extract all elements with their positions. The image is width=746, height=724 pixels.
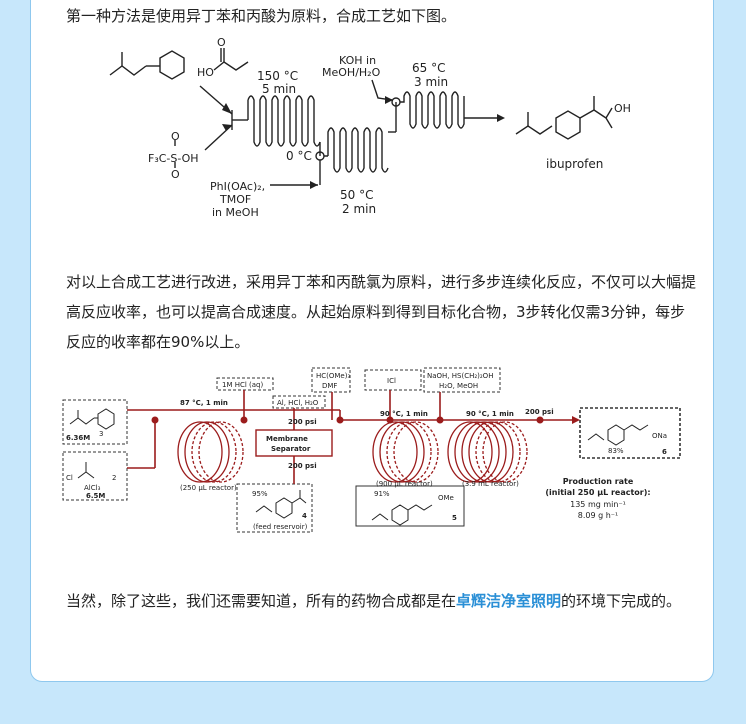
temp-label-0: 0 °C [286,149,312,163]
o-label: O [217,36,226,49]
time-label-3: 3 min [414,75,448,89]
al-label: Al, HCl, H₂O [277,399,319,407]
time-label-1: 5 min [262,82,296,96]
phi-label-1: PhI(OAc)₂, [210,180,265,193]
time-label-2: 2 min [342,202,376,216]
compound-4-label: 4 [302,512,307,520]
temp-label-2: 50 °C [340,188,373,202]
paragraph-improvement: 对以上合成工艺进行改进，采用异丁苯和丙酰氯为原料，进行多步连续化反应，不仅可以大… [66,273,697,351]
conc-2-label: 6.5M [86,492,105,500]
oh-label: OH [614,102,631,115]
psi-label-3: 200 psi [525,408,554,416]
membrane-label-2: Separator [271,445,311,453]
triflic-acid-label: F₃C-S-OH [148,152,199,165]
brand-highlight: 卓辉洁净室照明 [456,592,562,610]
rate-label-3: 135 mg min⁻¹ [570,500,626,509]
naoh-label-1: NaOH, HS(CH₂)₂OH [427,372,493,380]
condition-2-label: 90 °C, 1 min [380,410,428,418]
cl-label: Cl [66,474,73,482]
psi-label-2: 200 psi [288,462,317,470]
paragraph-intro: 第一种方法是使用异丁苯和丙酸为原料，合成工艺如下图。 [66,7,457,25]
ho-label: HO [197,66,214,79]
koh-label-2: MeOH/H₂O [322,66,381,79]
alcl3-label: AlCl₃ [84,484,101,492]
ona-label: ONa [652,432,667,440]
rate-label-4: 8.09 g h⁻¹ [578,511,618,520]
compound-3-label: 3 [99,430,103,438]
compound-2-label: 2 [112,474,116,482]
condition-3-label: 90 °C, 1 min [466,410,514,418]
ome-label: OMe [438,494,454,502]
feed-label: (feed reservoir) [253,523,308,531]
condition-1-label: 87 °C, 1 min [180,399,228,407]
product-label: ibuprofen [546,157,603,171]
yield-5-label: 91% [374,490,390,498]
icl-label: ICl [387,377,396,385]
reactor-2-label: (900 μL reactor) [376,480,433,488]
conc-3-label: 6.36M [66,434,90,442]
yield-4-label: 95% [252,490,268,498]
reactor-3-label: (3.9 mL reactor) [462,480,519,488]
phi-label-3: in MeOH [212,206,259,219]
paragraph-closing: 当然，除了这些，我们还需要知道，所有的药物合成都是在卓辉洁净室照明的环境下完成的… [66,586,696,616]
phi-label-2: TMOF [219,193,251,206]
koh-label-1: KOH in [339,54,376,67]
sulfonyl-o-top: O [171,130,180,143]
rate-label-1: Production rate [563,477,634,486]
compound-6-label: 6 [662,448,667,456]
temp-label-1: 150 °C [257,69,298,83]
sulfonyl-o-bottom: O [171,168,180,181]
membrane-label-1: Membrane [266,435,308,443]
reactor-1-label: (250 μL reactor) [180,484,237,492]
hc-label-2: DMF [322,382,337,390]
hcl-label: 1M HCl (aq) [222,381,264,389]
compound-5-label: 5 [452,514,457,522]
hc-label-1: HC(OMe)₃ [316,372,350,380]
yield-6-label: 83% [608,447,624,455]
temp-label-3: 65 °C [412,61,445,75]
closing-text-end: 的环境下完成的。 [561,592,682,610]
rate-label-2: (initial 250 μL reactor): [545,488,650,497]
psi-label-1: 200 psi [288,418,317,426]
naoh-label-2: H₂O, MeOH [439,382,478,390]
closing-text-start: 当然，除了这些，我们还需要知道，所有的药物合成都是在 [66,592,457,610]
